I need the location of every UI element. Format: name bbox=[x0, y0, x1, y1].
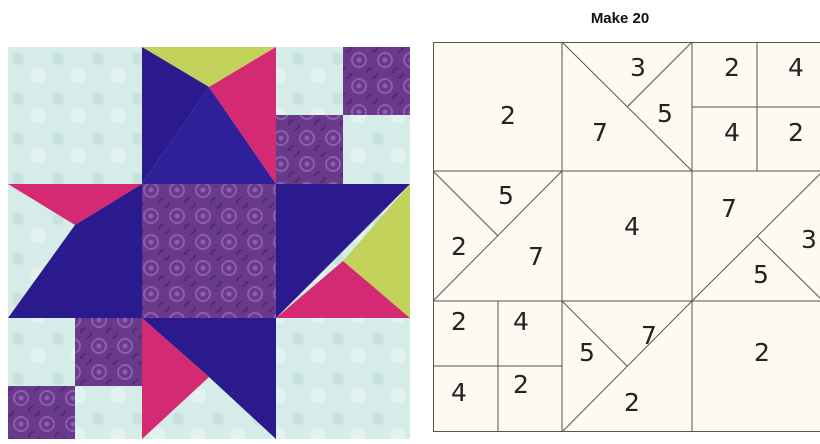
purple-square bbox=[343, 47, 410, 115]
quilt-block-image bbox=[8, 47, 410, 439]
piece-label: 4 bbox=[788, 53, 804, 82]
piece-label: 5 bbox=[498, 181, 514, 210]
piece-label: 7 bbox=[592, 118, 608, 147]
piece-label: 2 bbox=[513, 370, 529, 399]
piece-label: 2 bbox=[451, 232, 467, 261]
piece-label: 2 bbox=[624, 388, 640, 417]
piece-label: 3 bbox=[630, 53, 646, 82]
piece-label: 4 bbox=[624, 212, 640, 241]
piece-label: 4 bbox=[724, 118, 740, 147]
piece-label: 2 bbox=[788, 118, 804, 147]
purple-square bbox=[276, 115, 343, 184]
piece-label: 7 bbox=[641, 321, 657, 350]
piece-label: 5 bbox=[753, 260, 769, 289]
piece-label: 5 bbox=[579, 338, 595, 367]
piece-label: 2 bbox=[724, 53, 740, 82]
piece-label: 5 bbox=[657, 99, 673, 128]
purple-square bbox=[8, 386, 75, 439]
piece-label: 3 bbox=[801, 225, 817, 254]
purple-square bbox=[75, 318, 142, 386]
purple-center-square bbox=[142, 184, 276, 318]
piece-label: 4 bbox=[451, 378, 467, 407]
piece-label: 2 bbox=[451, 307, 467, 336]
piecing-diagram: 2 3 7 5 2 4 4 2 5 2 7 4 7 3 5 2 4 4 2 5 … bbox=[433, 42, 820, 432]
piece-label: 4 bbox=[513, 307, 529, 336]
piece-label: 2 bbox=[500, 101, 516, 130]
piece-label: 7 bbox=[528, 242, 544, 271]
piece-label: 7 bbox=[721, 194, 737, 223]
make-count-heading: Make 20 bbox=[520, 10, 720, 27]
piece-label: 2 bbox=[754, 338, 770, 367]
